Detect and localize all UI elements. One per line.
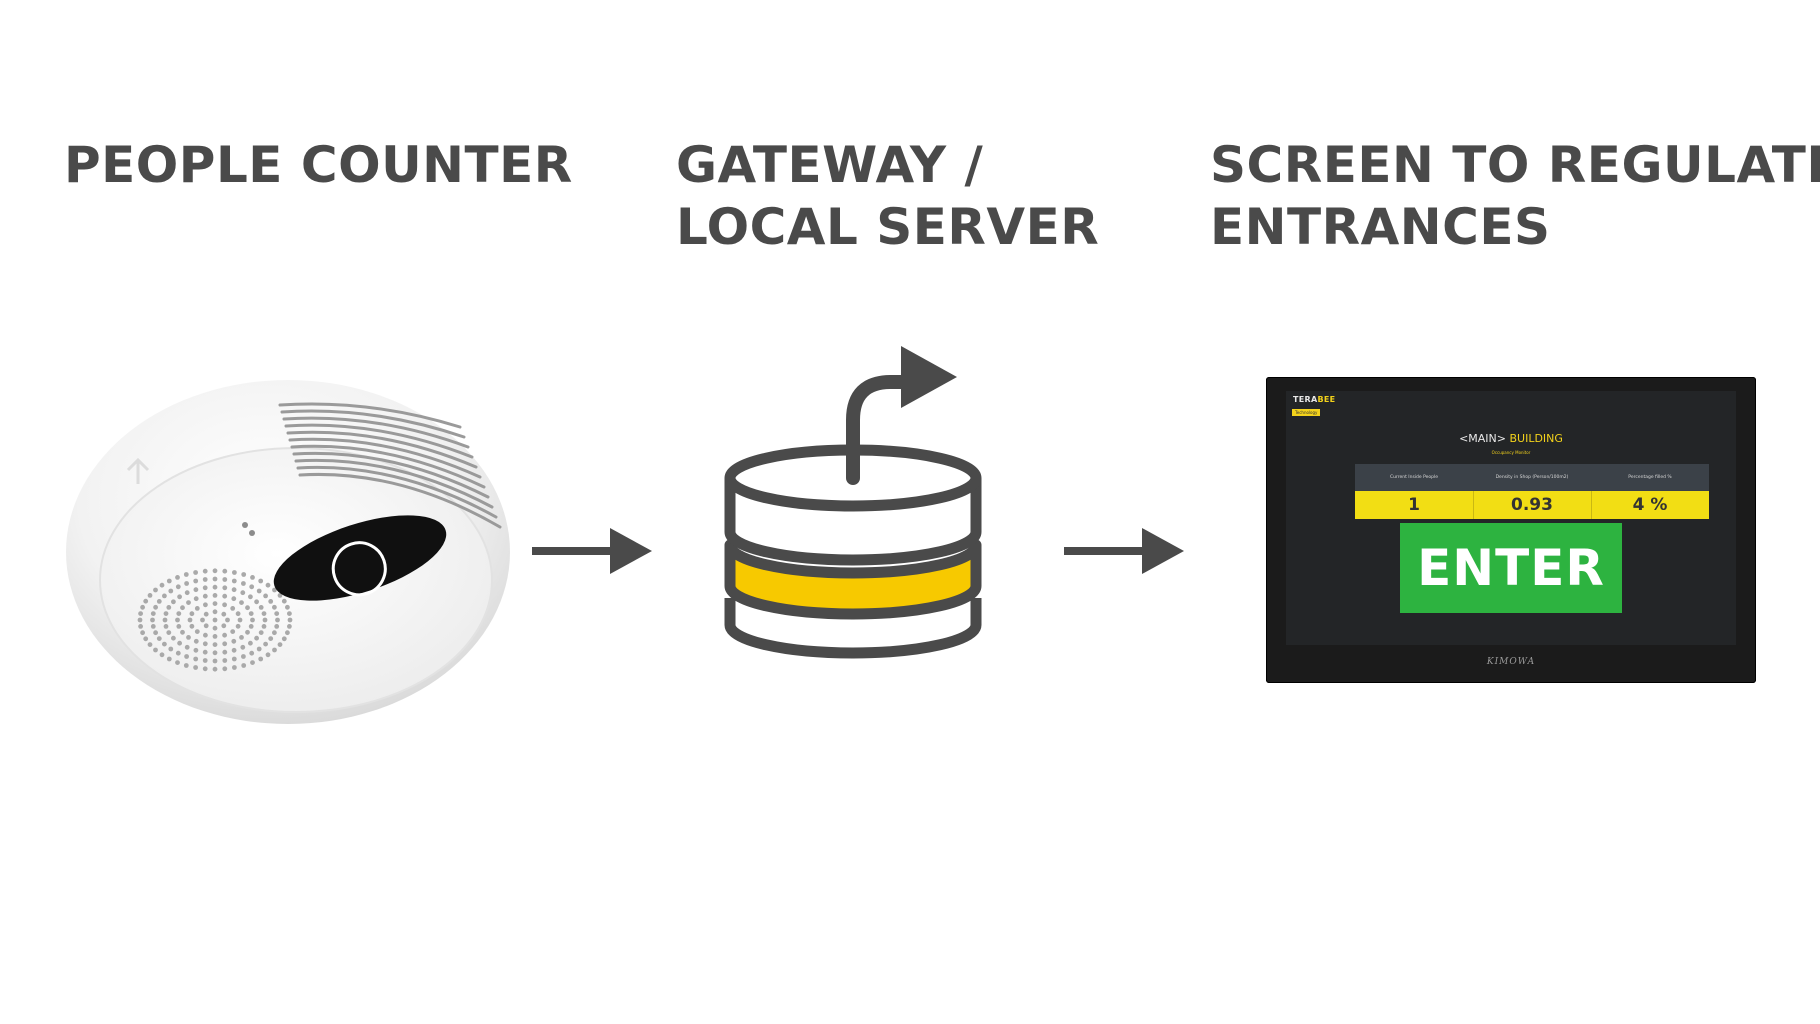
density-value: 0.93: [1511, 495, 1553, 515]
column-header: Percentage filled %: [1628, 475, 1672, 480]
sensor-led: [242, 522, 248, 528]
column-divider: [1473, 491, 1474, 519]
screen-title-sub: BUILDING: [1505, 432, 1563, 445]
stage-label-gateway: GATEWAY / LOCAL SERVER: [676, 134, 1099, 258]
sensor-speaker-grille: [137, 568, 293, 672]
entrance-monitor: TERABEE Technology <MAIN> BUILDING Occup…: [1266, 377, 1756, 683]
brand-main: TERA: [1293, 395, 1318, 404]
brand-tag: Technology: [1292, 409, 1321, 416]
enter-button[interactable]: ENTER: [1400, 523, 1622, 613]
stage-label-line: PEOPLE COUNTER: [64, 136, 573, 194]
sensor-lens-window: [273, 515, 447, 601]
arrow-right-icon: [532, 528, 652, 574]
occupancy-table: Current Inside People Density in Shop (P…: [1355, 464, 1709, 519]
occupancy-table-values: [1355, 491, 1709, 519]
stage-label-line: SCREEN TO REGULATE: [1210, 136, 1820, 194]
column-header: Current Inside People: [1389, 475, 1439, 480]
column-header: Density in Shop (Person/100m2): [1495, 475, 1569, 480]
logo-mark-icon: [126, 457, 150, 484]
screen-subtitle: Occupancy Monitor: [1491, 450, 1531, 455]
database-highlight-band: [724, 539, 982, 620]
monitor-display: TERABEE Technology <MAIN> BUILDING Occup…: [1286, 391, 1736, 645]
sensor-vent: [278, 402, 502, 529]
brand-logo: TERABEE: [1293, 395, 1335, 404]
stage-label-people-counter: PEOPLE COUNTER: [64, 134, 573, 196]
stage-label-screen: SCREEN TO REGULATE ENTRANCES: [1210, 134, 1820, 258]
screen-title-main: <MAIN>: [1459, 432, 1506, 445]
brand-accent: BEE: [1317, 395, 1336, 404]
column-divider: [1591, 491, 1592, 519]
screen-title: <MAIN> BUILDING: [1286, 432, 1736, 445]
stage-label-line: LOCAL SERVER: [676, 198, 1100, 256]
lens-icon: [331, 541, 387, 597]
arrow-right-icon: [1064, 528, 1184, 574]
current-inside-value: 1: [1408, 495, 1420, 515]
percentage-value: 4 %: [1632, 495, 1668, 515]
stage-label-line: GATEWAY /: [676, 136, 984, 194]
sensor-led: [249, 530, 255, 536]
monitor-maker-logo: KIMOWA: [1486, 657, 1536, 667]
occupancy-table-header: [1355, 464, 1709, 491]
stage-label-line: ENTRANCES: [1210, 198, 1551, 256]
share-arrow-icon: [846, 346, 957, 485]
